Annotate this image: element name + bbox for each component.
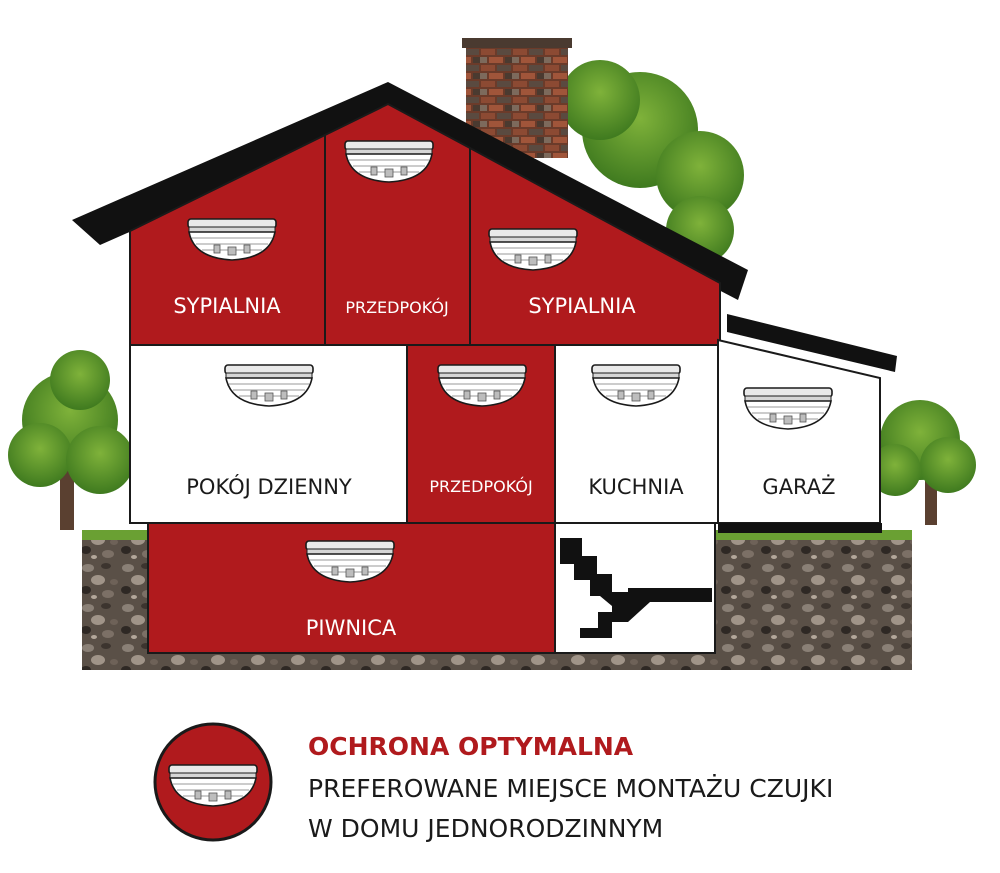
label-przedpokoj-upper: PRZEDPOKÓJ: [345, 298, 448, 317]
legend-description-line-1: PREFEROWANE MIEJSCE MONTAŻU CZUJKI: [308, 774, 834, 803]
label-sypialnia-left: SYPIALNIA: [173, 294, 281, 318]
label-pokoj-dzienny: POKÓJ DZIENNY: [186, 474, 352, 499]
label-przedpokoj-ground: PRZEDPOKÓJ: [429, 477, 532, 496]
label-sypialnia-right: SYPIALNIA: [528, 294, 636, 318]
label-piwnica: PIWNICA: [306, 616, 397, 640]
garage-floor-slab: [718, 523, 882, 533]
legend-description-line-2: W DOMU JEDNORODZINNYM: [308, 814, 664, 843]
label-garaz: GARAŻ: [762, 474, 835, 499]
label-kuchnia: KUCHNIA: [588, 475, 684, 499]
room-przedpokoj-ground: [406, 344, 556, 524]
room-garaz: [717, 338, 881, 524]
tree-icon: [869, 400, 976, 525]
legend-detector-badge: [153, 722, 273, 842]
garage-roof: [727, 314, 897, 372]
tree-icon: [8, 350, 134, 530]
legend: OCHRONA OPTYMALNA PREFEROWANE MIEJSCE MO…: [150, 718, 910, 858]
legend-title: OCHRONA OPTYMALNA: [308, 732, 634, 761]
stairs-icon: [560, 538, 712, 638]
